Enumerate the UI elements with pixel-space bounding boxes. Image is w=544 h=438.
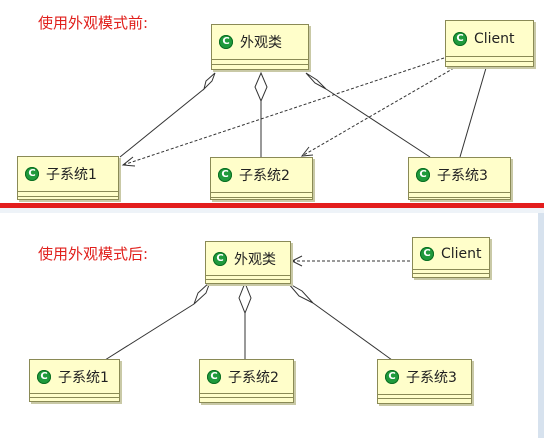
aggregation-diamond [203,72,216,91]
aggregation-diamond [287,282,314,304]
class-name: 子系统2 [239,168,290,184]
class-icon: C [420,246,434,261]
aggregation-diamond [193,281,211,305]
class-icon: C [453,31,467,46]
dependency-arrowhead [290,255,303,267]
edges-after [104,255,410,361]
class-name: 外观类 [240,35,282,51]
class-box-subsystem-3[interactable]: C 子系统3 [377,359,472,404]
class-icon: C [219,35,233,49]
diagram-after: 使用外观模式后: C 外观类 C Client C 子系统1 C 子系统2 [0,213,544,438]
class-box-facade[interactable]: C 外观类 [211,24,309,70]
class-box-subsystem-1[interactable]: C 子系统1 [29,359,120,402]
aggregation-line [104,303,195,361]
class-name: 子系统2 [228,369,279,386]
class-box-client[interactable]: C Client [412,237,490,278]
aggregation-diamond [305,72,327,90]
class-box-facade[interactable]: C 外观类 [205,241,291,284]
aggregation-diamond [254,71,268,103]
class-box-subsystem-1[interactable]: C 子系统1 [17,156,119,200]
class-box-subsystem-2[interactable]: C 子系统2 [210,157,313,200]
separator-line [0,203,544,208]
class-name: 外观类 [234,251,276,268]
dependency-arrowhead [121,156,136,167]
class-icon: C [416,168,430,182]
class-name: 子系统1 [58,369,109,386]
aggregation-line [119,88,205,158]
dependency-line [122,57,445,166]
dependency-arrowhead [300,146,314,157]
edges-before [119,57,487,200]
class-icon: C [213,251,227,266]
diagram-before: 使用外观模式前: C 外观类 C Client [0,0,544,201]
class-icon: C [385,370,399,384]
class-icon: C [25,167,39,181]
class-icon: C [207,369,221,384]
aggregation-line [325,88,431,158]
class-icon: C [37,369,51,384]
class-box-subsystem-3[interactable]: C 子系统3 [408,157,511,200]
class-icon: C [218,168,232,182]
class-name: Client [441,245,482,262]
association-line [459,67,487,158]
class-name: 子系统1 [46,167,97,183]
aggregation-line [312,302,393,361]
class-box-subsystem-2[interactable]: C 子系统2 [199,359,294,403]
class-name: 子系统3 [406,370,457,386]
caption-before: 使用外观模式前: [38,14,149,32]
scrollbar-edge [538,213,544,438]
class-name: Client [474,30,515,47]
class-box-client[interactable]: C Client [445,20,534,67]
dependency-line [301,67,455,157]
class-name: 子系统3 [437,168,488,184]
aggregation-diamond [238,281,252,315]
caption-after: 使用外观模式后: [38,245,149,263]
